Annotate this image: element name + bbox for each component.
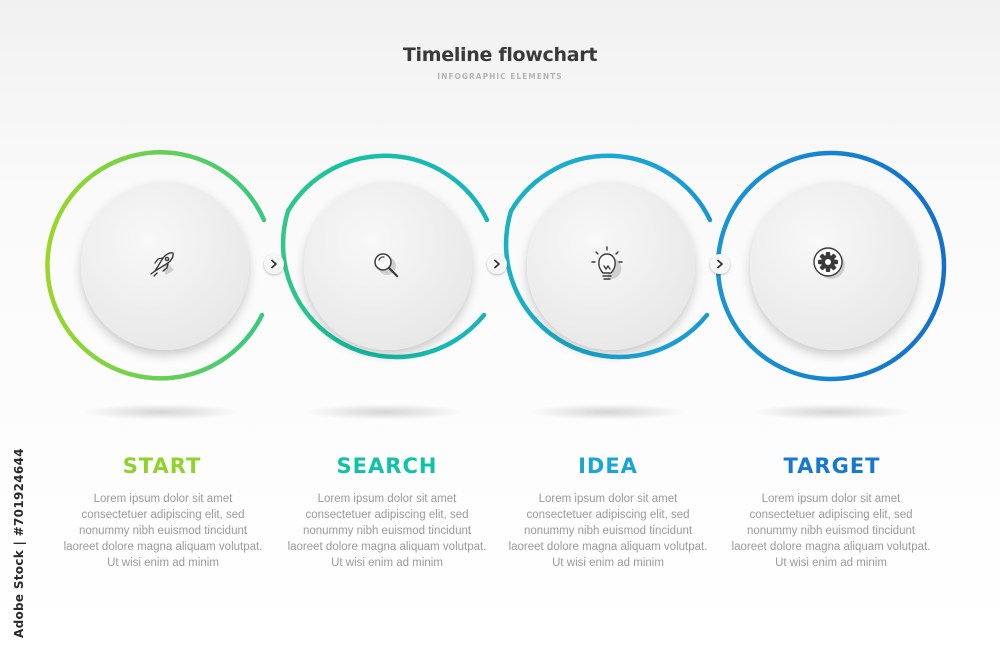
gear-icon	[813, 247, 845, 279]
step-ring-idea	[503, 153, 713, 360]
connector-arrow	[487, 254, 507, 274]
page-title: Timeline flowchart	[402, 44, 598, 66]
lightbulb-icon	[591, 246, 623, 280]
rocket-icon	[150, 252, 174, 277]
stock-credit: Adobe Stock | #701924644	[12, 448, 26, 638]
step-description-idea: Lorem ipsum dolor sit amet consectetuer …	[508, 493, 708, 569]
step-label-search: SEARCH	[336, 454, 438, 478]
step-label-target: TARGET	[783, 454, 881, 478]
floor-shadow	[82, 404, 242, 420]
floor-shadow	[751, 404, 911, 420]
floor-shadow	[305, 404, 465, 420]
header: Timeline flowchart INFOGRAPHIC ELEMENTS	[0, 44, 1000, 81]
step-ring-start	[45, 150, 267, 381]
floor-shadow	[528, 404, 688, 420]
step-description-search: Lorem ipsum dolor sit amet consectetuer …	[287, 493, 487, 569]
step-label-start: START	[122, 454, 202, 478]
step-description-start: Lorem ipsum dolor sit amet consectetuer …	[63, 493, 263, 569]
step-ring-search	[280, 153, 490, 360]
page-subtitle: INFOGRAPHIC ELEMENTS	[437, 72, 563, 81]
step-label-idea: IDEA	[578, 454, 638, 478]
connector-arrow	[264, 254, 284, 274]
step-description-target: Lorem ipsum dolor sit amet consectetuer …	[731, 493, 931, 569]
magnifier-icon	[374, 253, 399, 278]
connector-arrow	[710, 254, 730, 274]
